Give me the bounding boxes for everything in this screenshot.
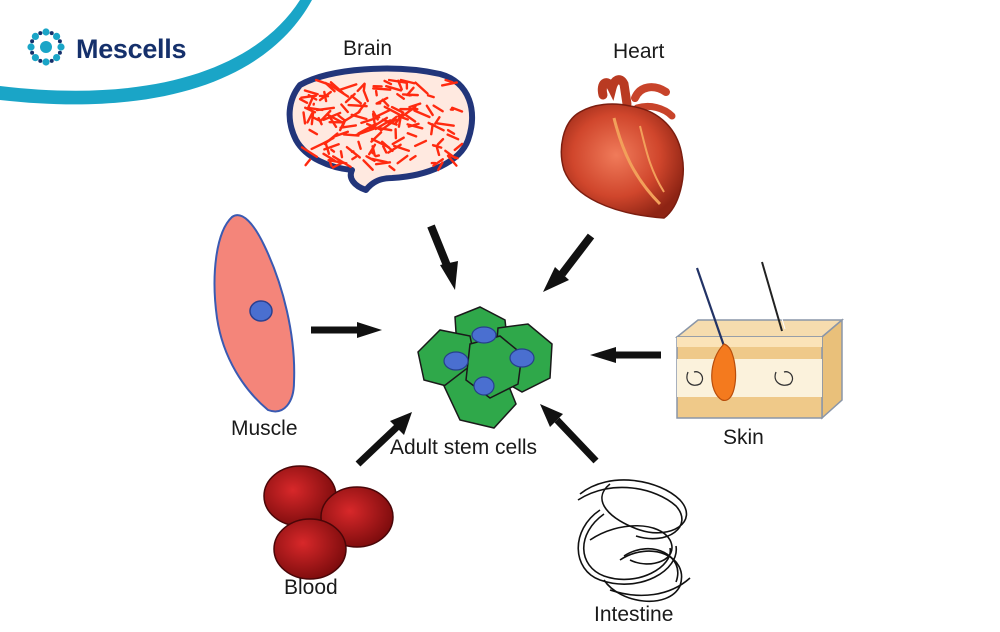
skin-illustration: [674, 261, 845, 420]
stem-cell-cluster: [417, 306, 553, 429]
arrow-intestine-to-stem: [540, 404, 599, 464]
muscle-cell-illustration: [213, 214, 296, 413]
label-heart: Heart: [613, 40, 665, 63]
label-adult-stem-cells: Adult stem cells: [390, 436, 538, 459]
brand-name[interactable]: Mescells: [76, 34, 187, 64]
arrow-skin-to-stem: [590, 347, 661, 363]
heart-illustration: [560, 75, 684, 219]
arrow-blood-to-stem: [355, 412, 412, 467]
arrow-muscle-to-stem: [311, 322, 382, 338]
arrow-brain-to-stem: [427, 224, 458, 290]
label-muscle: Muscle: [231, 417, 298, 440]
label-intestine: Intestine: [594, 603, 674, 626]
label-blood: Blood: [284, 576, 338, 599]
blood-cells-illustration: [263, 465, 394, 580]
cell-cluster-logo-icon[interactable]: [27, 28, 65, 66]
arrows: [311, 224, 661, 467]
corner-swoosh: [0, 0, 312, 105]
arrow-heart-to-stem: [543, 233, 595, 292]
brain-illustration: [286, 65, 476, 193]
label-brain: Brain: [343, 37, 393, 60]
label-skin: Skin: [723, 426, 764, 449]
intestine-illustration: [577, 479, 691, 603]
